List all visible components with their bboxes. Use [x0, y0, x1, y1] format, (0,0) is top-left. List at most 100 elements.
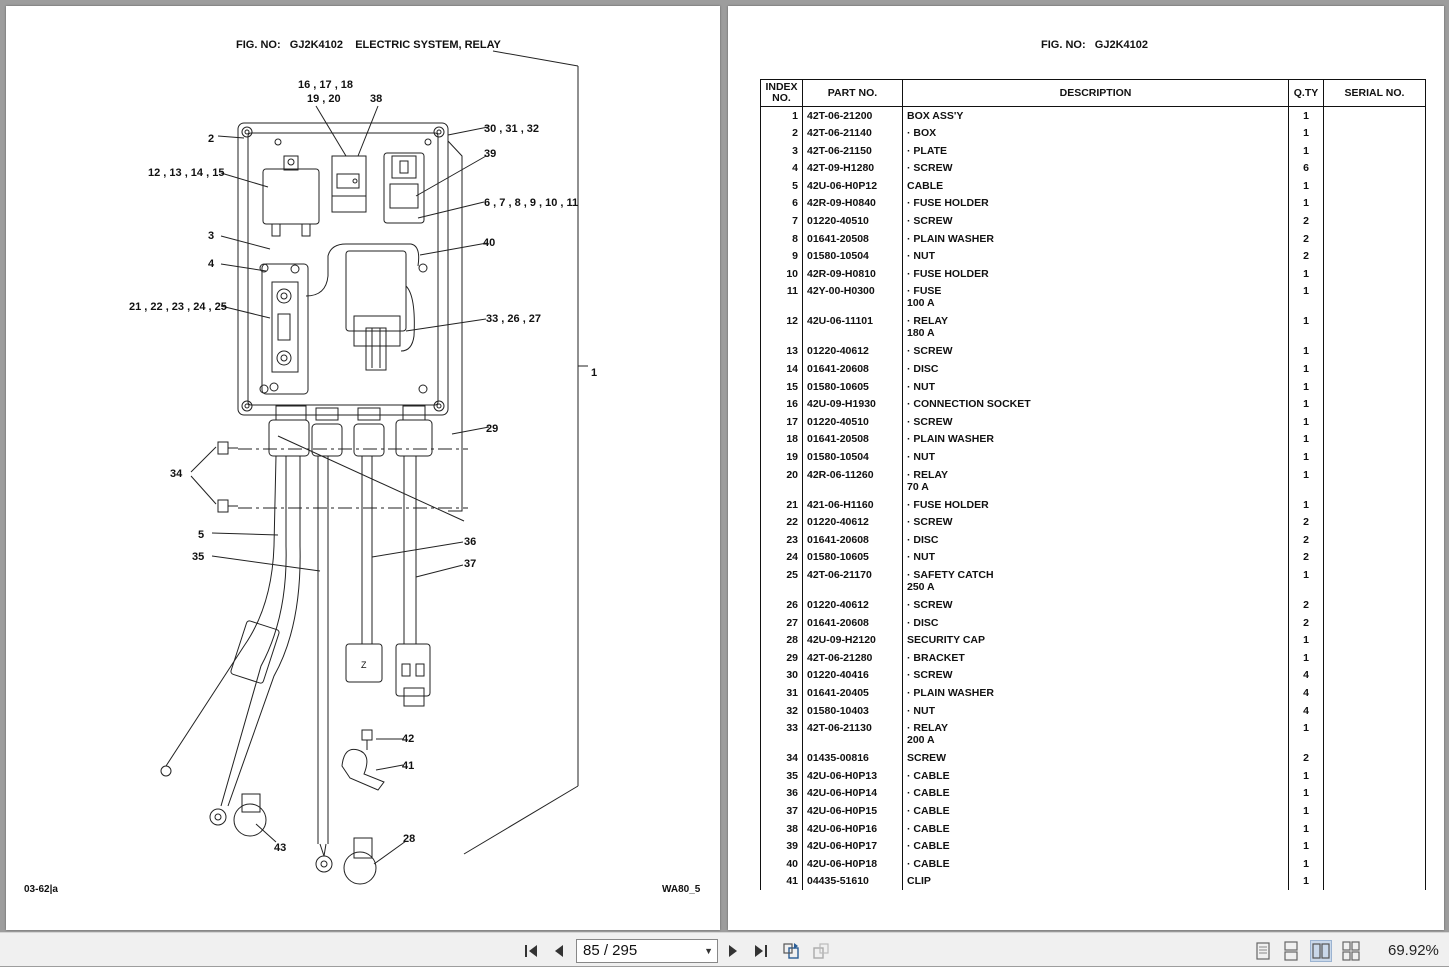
cell-description: · DISC	[902, 530, 1289, 549]
cell-serial	[1323, 819, 1426, 838]
cell-serial	[1323, 264, 1426, 283]
prev-page-icon[interactable]	[548, 940, 570, 962]
cell-serial	[1323, 124, 1426, 142]
cell-description: · NUT	[902, 701, 1289, 720]
cell-serial	[1323, 312, 1426, 343]
cell-serial	[1323, 430, 1426, 448]
cell-index: 35	[760, 766, 803, 785]
cell-part-no: 42T-06-21140	[802, 124, 903, 142]
cell-index: 1	[760, 106, 803, 125]
cell-part-no: 42R-09-H0810	[802, 264, 903, 283]
cell-part-no: 42U-06-H0P13	[802, 766, 903, 785]
cell-part-no: 42U-06-H0P17	[802, 837, 903, 855]
next-page-icon[interactable]	[722, 940, 744, 962]
callout-40: 40	[483, 237, 495, 249]
cell-index: 5	[760, 176, 803, 195]
chevron-down-icon[interactable]: ▼	[704, 946, 713, 956]
cell-qty: 4	[1288, 666, 1324, 684]
cell-part-no: 42U-06-H0P16	[802, 819, 903, 838]
continuous-view-icon[interactable]	[1280, 940, 1302, 962]
cell-part-no: 01641-20608	[802, 613, 903, 632]
cell-qty: 4	[1288, 683, 1324, 702]
cell-serial	[1323, 872, 1426, 890]
callout-43: 43	[274, 842, 286, 854]
callout-42: 42	[402, 733, 414, 745]
description-text: · SCREW	[907, 215, 953, 228]
last-page-icon[interactable]	[750, 940, 772, 962]
cell-serial	[1323, 229, 1426, 248]
cell-part-no: 42T-09-H1280	[802, 159, 903, 177]
cell-part-no: 42Y-00-H0300	[802, 282, 903, 313]
header-qty: Q.TY	[1288, 79, 1324, 107]
cell-part-no: 01220-40612	[802, 595, 903, 614]
rotate-disabled-icon[interactable]	[810, 940, 832, 962]
two-page-continuous-icon[interactable]	[1340, 940, 1362, 962]
cell-serial	[1323, 784, 1426, 802]
cell-qty: 1	[1288, 837, 1324, 855]
description-text: · SCREW	[907, 598, 953, 611]
cell-part-no: 01641-20608	[802, 360, 903, 378]
cell-description: CLIP	[902, 872, 1289, 890]
cell-description: · PLAIN WASHER	[902, 430, 1289, 448]
description-text: CLIP	[907, 875, 931, 888]
cell-index: 3	[760, 141, 803, 160]
cell-description: · SCREW	[902, 212, 1289, 230]
cell-index: 40	[760, 854, 803, 873]
cell-index: 11	[760, 282, 803, 313]
callout-30-31-32: 30 , 31 , 32	[484, 123, 539, 135]
cell-index: 13	[760, 342, 803, 361]
cell-part-no: 01220-40416	[802, 666, 903, 684]
description-text: · CABLE	[907, 822, 950, 835]
cell-description: · PLAIN WASHER	[902, 229, 1289, 248]
cell-index: 30	[760, 666, 803, 684]
page-number-input[interactable]: 85 / 295 ▼	[576, 939, 718, 963]
cell-part-no: 01641-20608	[802, 530, 903, 549]
cell-serial	[1323, 513, 1426, 531]
document-viewport[interactable]: FIG. NO: GJ2K4102 ELECTRIC SYSTEM, RELAY	[0, 0, 1449, 932]
figure-title-right: FIG. NO: GJ2K4102	[1041, 39, 1148, 51]
two-page-view-icon[interactable]	[1310, 940, 1332, 962]
cell-qty: 2	[1288, 513, 1324, 531]
single-page-view-icon[interactable]	[1252, 940, 1274, 962]
cell-part-no: 01580-10504	[802, 448, 903, 466]
cell-serial	[1323, 766, 1426, 785]
cell-description: · SCREW	[902, 513, 1289, 531]
description-text: · RELAY	[907, 468, 949, 481]
cell-description: · SCREW	[902, 595, 1289, 614]
description-text: · PLAIN WASHER	[907, 232, 994, 245]
description-text: · SCREW	[907, 162, 953, 175]
cell-index: 14	[760, 360, 803, 378]
description-text: · PLATE	[907, 144, 948, 157]
cell-description: · NUT	[902, 448, 1289, 466]
cell-index: 17	[760, 412, 803, 431]
first-page-icon[interactable]	[520, 940, 542, 962]
rotate-icon[interactable]	[780, 940, 802, 962]
description-text: SECURITY CAP	[907, 634, 985, 647]
cell-part-no: 01641-20508	[802, 430, 903, 448]
cell-part-no: 01641-20405	[802, 683, 903, 702]
callout-12-15: 12 , 13 , 14 , 15	[148, 167, 224, 179]
cell-description: · SCREW	[902, 342, 1289, 361]
zoom-level[interactable]: 69.92%	[1388, 942, 1439, 959]
callout-41: 41	[402, 760, 414, 772]
cell-serial	[1323, 106, 1426, 125]
cell-index: 8	[760, 229, 803, 248]
cell-description: · PLATE	[902, 141, 1289, 160]
callout-21-25: 21 , 22 , 23 , 24 , 25	[129, 301, 227, 313]
cell-description: · CONNECTION SOCKET	[902, 395, 1289, 413]
